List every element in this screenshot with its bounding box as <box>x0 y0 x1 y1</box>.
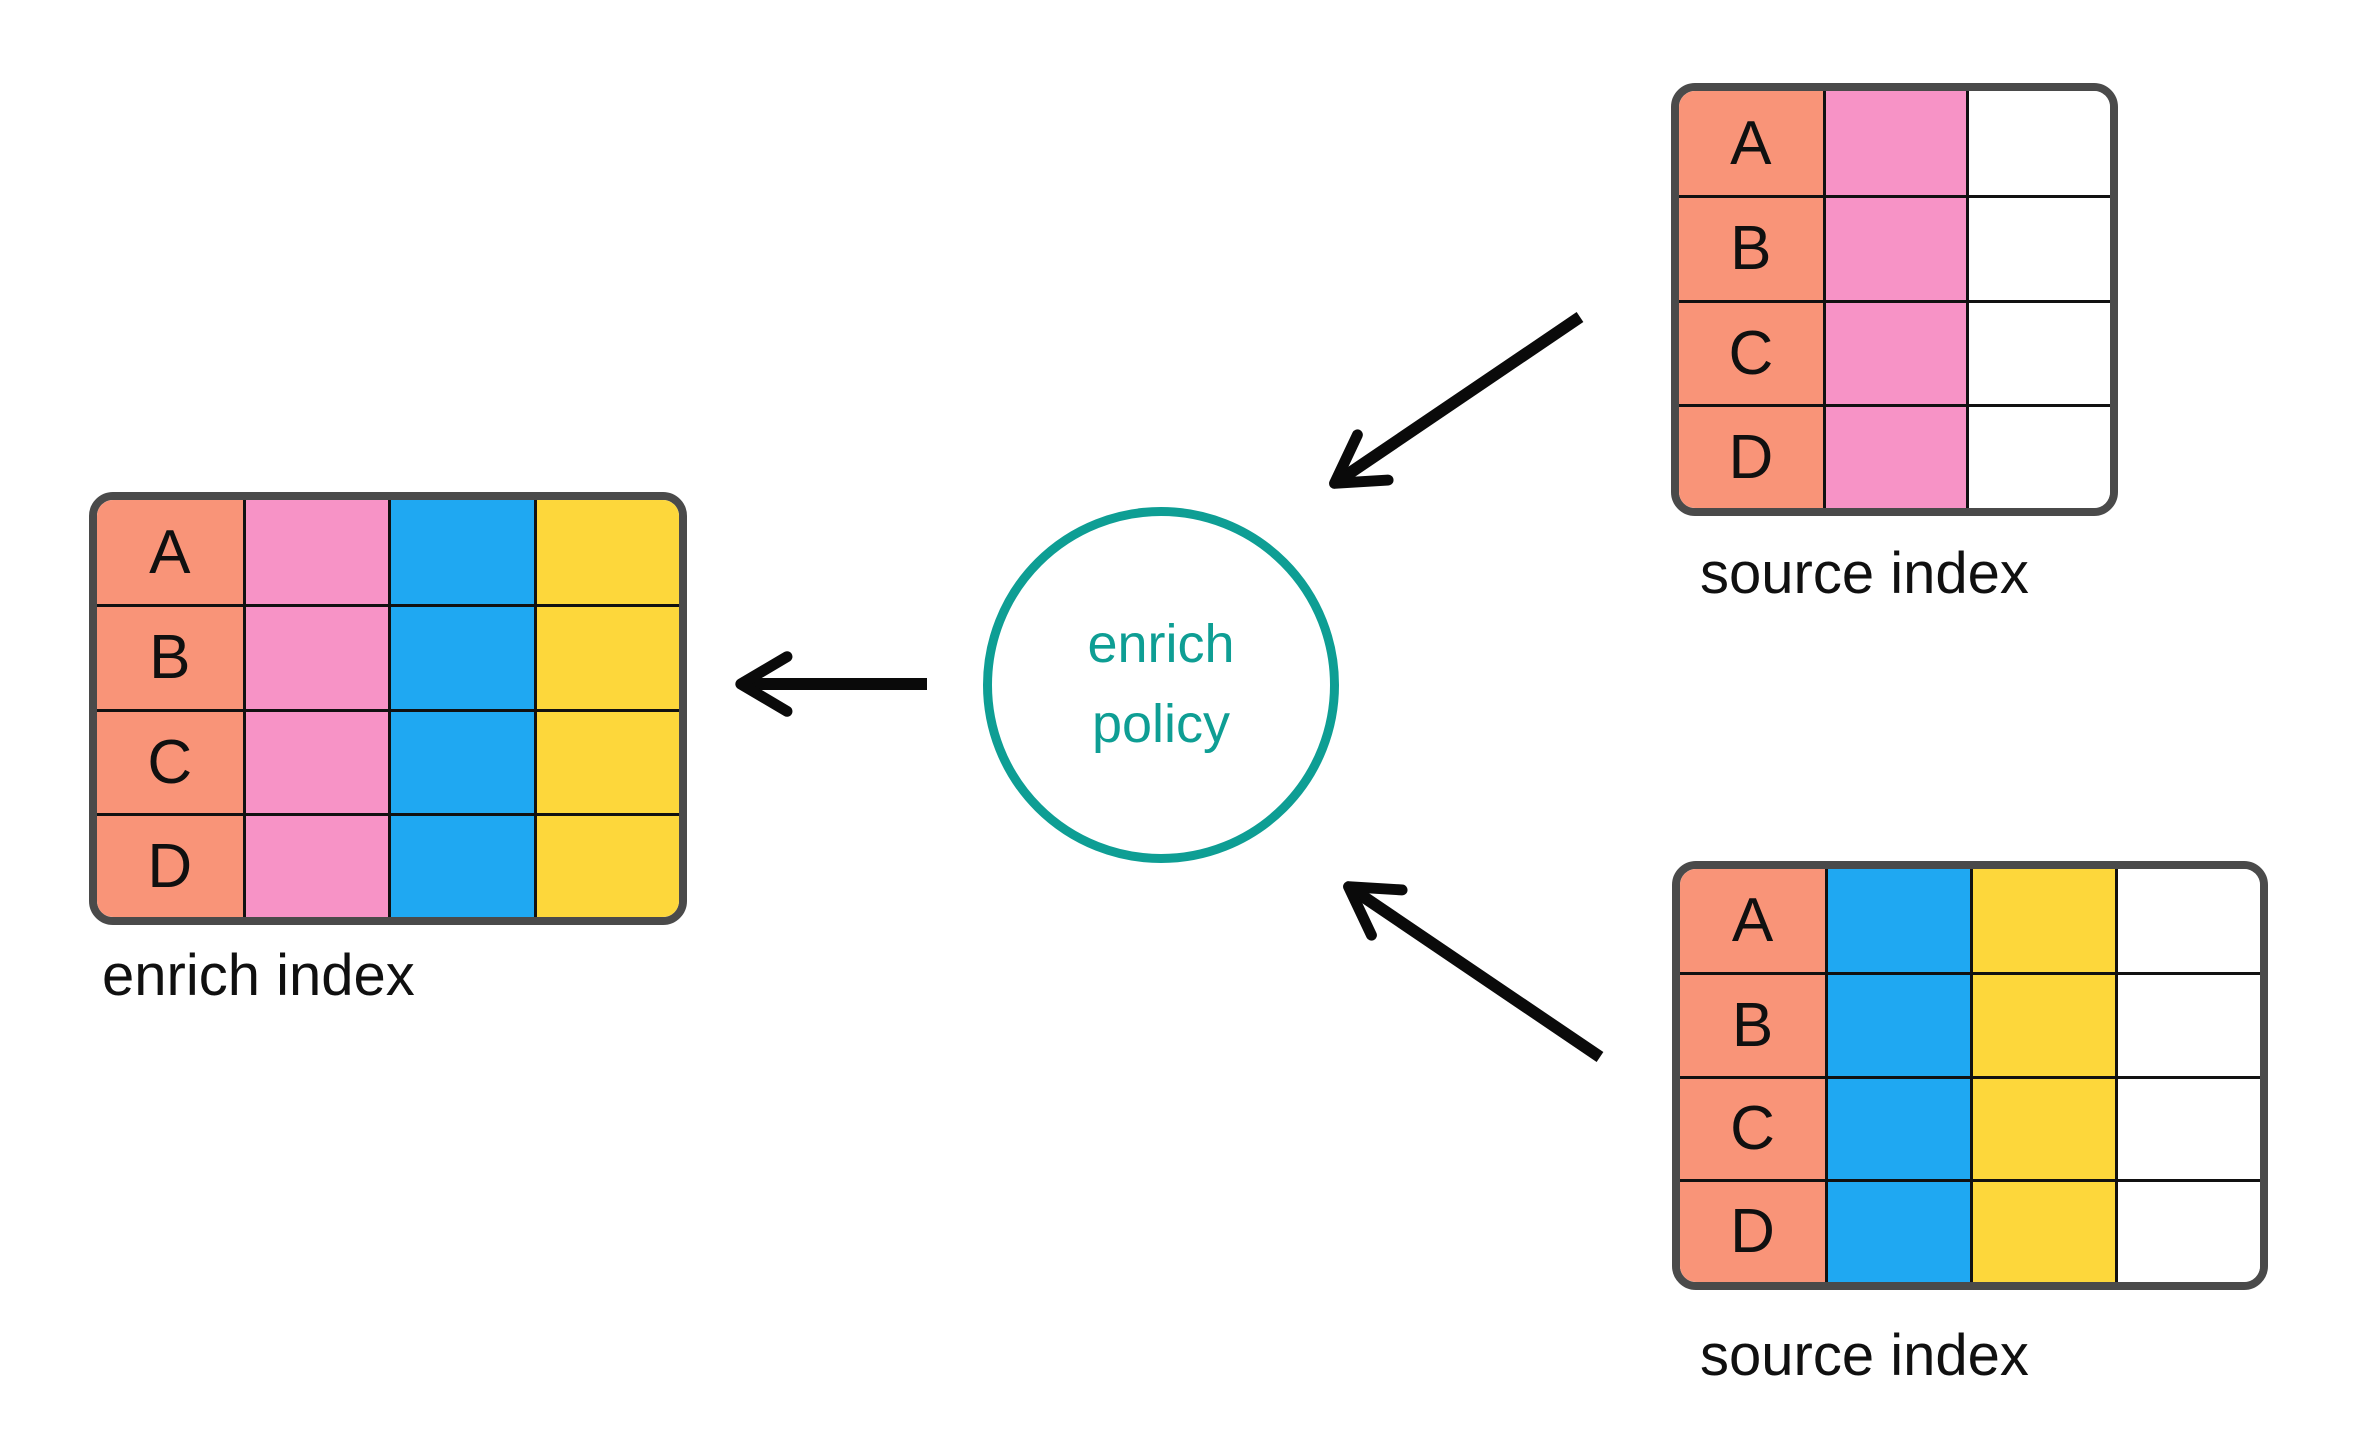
arrow-icon-source-top-to-policy <box>1329 312 1584 489</box>
row-key-cell: D <box>1680 1178 1825 1282</box>
value-cell-pink <box>1822 403 1967 508</box>
row-key-cell: A <box>1680 869 1825 973</box>
value-cell-white <box>1966 299 2110 404</box>
value-cell-pink <box>1822 195 1967 300</box>
value-cell-blue <box>388 604 534 709</box>
row-key-cell: C <box>1679 299 1823 404</box>
row-key-cell: B <box>1680 972 1825 1076</box>
value-cell-yellow <box>1970 1075 2115 1179</box>
row-key-cell: A <box>97 500 243 605</box>
value-cell-white <box>2115 1075 2260 1179</box>
value-cell-yellow <box>533 708 679 813</box>
value-cell-blue <box>1825 972 1970 1076</box>
source-index-label-bottom: source index <box>1700 1323 2029 1388</box>
row-key-cell: D <box>97 812 243 917</box>
value-cell-pink <box>1822 91 1967 196</box>
value-cell-blue <box>388 708 534 813</box>
value-cell-yellow <box>1970 869 2115 973</box>
value-cell-yellow <box>533 500 679 605</box>
value-cell-white <box>1966 91 2110 196</box>
row-key-cell: A <box>1679 91 1823 196</box>
value-cell-blue <box>388 812 534 917</box>
value-cell-blue <box>388 500 534 605</box>
value-cell-white <box>1966 403 2110 508</box>
value-cell-pink <box>242 604 388 709</box>
enrich-policy-label: enrich policy <box>1087 614 1235 754</box>
value-cell-yellow <box>1970 972 2115 1076</box>
value-cell-blue <box>1825 1178 1970 1282</box>
value-cell-pink <box>242 500 388 605</box>
source-index-label-top: source index <box>1700 541 2029 606</box>
value-cell-white <box>2115 1178 2260 1282</box>
enrich-policy-circle: enrich policy <box>983 507 1339 863</box>
enrich-index-label: enrich index <box>102 943 415 1008</box>
row-key-cell: D <box>1679 403 1823 508</box>
value-cell-pink <box>242 812 388 917</box>
value-cell-pink <box>1822 299 1967 404</box>
value-cell-blue <box>1825 1075 1970 1179</box>
value-cell-yellow <box>533 812 679 917</box>
row-key-cell: C <box>97 708 243 813</box>
value-cell-blue <box>1825 869 1970 973</box>
row-key-cell: C <box>1680 1075 1825 1179</box>
value-cell-yellow <box>1970 1178 2115 1282</box>
arrow-icon-source-bottom-to-policy <box>1343 881 1604 1062</box>
value-cell-white <box>2115 869 2260 973</box>
value-cell-white <box>1966 195 2110 300</box>
row-key-cell: B <box>97 604 243 709</box>
value-cell-pink <box>242 708 388 813</box>
value-cell-yellow <box>533 604 679 709</box>
value-cell-white <box>2115 972 2260 1076</box>
row-key-cell: B <box>1679 195 1823 300</box>
